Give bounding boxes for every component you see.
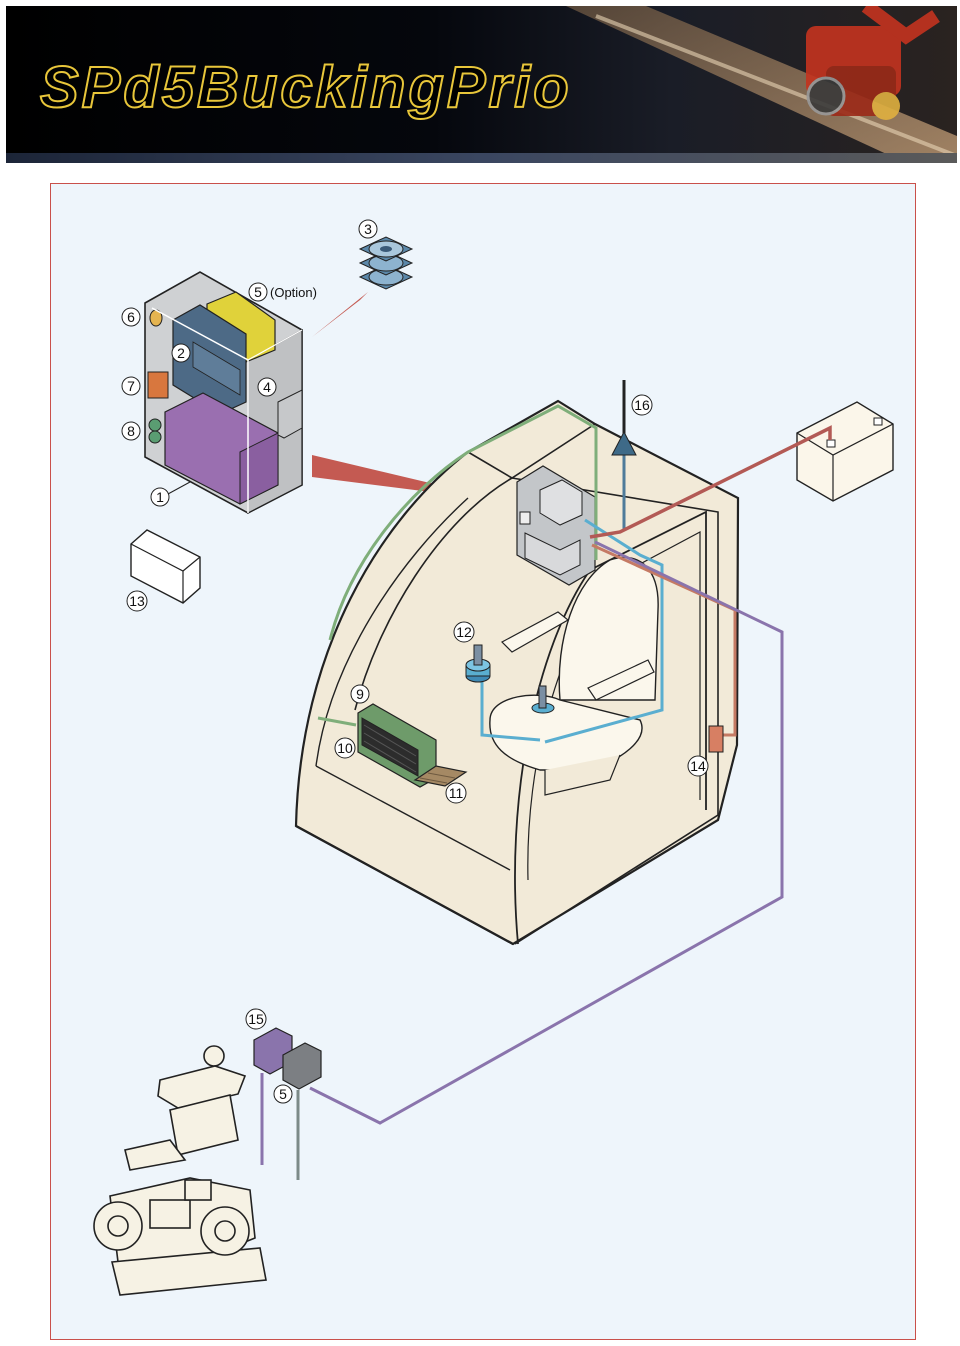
callout-10: 10 bbox=[334, 737, 356, 759]
svg-text:7: 7 bbox=[127, 378, 135, 394]
callout-8: 8 bbox=[121, 421, 141, 441]
callout-4: 4 bbox=[257, 377, 277, 397]
keyboard-icon bbox=[413, 765, 468, 787]
svg-text:6: 6 bbox=[127, 309, 135, 325]
svg-text:14: 14 bbox=[690, 758, 706, 774]
banner-strip bbox=[6, 153, 957, 163]
callout-11: 11 bbox=[445, 782, 467, 804]
harvester-head-photo-icon bbox=[566, 6, 957, 163]
svg-text:3: 3 bbox=[364, 221, 372, 237]
option-label: (Option) bbox=[270, 285, 317, 300]
callout-7: 7 bbox=[121, 376, 141, 396]
callout-13: 13 bbox=[126, 590, 148, 612]
svg-text:10: 10 bbox=[337, 740, 353, 756]
svg-text:16: 16 bbox=[634, 397, 650, 413]
svg-text:4: 4 bbox=[263, 379, 271, 395]
cab bbox=[294, 399, 740, 946]
callout-5-option: 5 (Option) bbox=[248, 282, 317, 302]
callout-1: 1 bbox=[150, 487, 170, 507]
svg-text:9: 9 bbox=[356, 686, 364, 702]
callout-6: 6 bbox=[121, 307, 141, 327]
seat-icon bbox=[489, 556, 659, 796]
cab-control-box bbox=[516, 465, 596, 586]
page-title: SPd5BuckingPrio bbox=[39, 54, 572, 121]
callout-15: 15 bbox=[245, 1008, 267, 1030]
harvester-modules bbox=[253, 1027, 322, 1180]
callout-2: 2 bbox=[171, 343, 191, 363]
joystick-icon bbox=[465, 644, 555, 714]
antenna-icon bbox=[611, 380, 637, 456]
connector-icon bbox=[708, 725, 724, 753]
svg-text:13: 13 bbox=[129, 593, 145, 609]
svg-text:5: 5 bbox=[279, 1086, 287, 1102]
callout-16: 16 bbox=[631, 394, 653, 416]
svg-text:15: 15 bbox=[248, 1011, 264, 1027]
callout-12: 12 bbox=[453, 621, 475, 643]
callout-14: 14 bbox=[687, 755, 709, 777]
svg-text:8: 8 bbox=[127, 423, 135, 439]
header-banner: SPd5BuckingPrio bbox=[6, 6, 957, 163]
svg-text:5: 5 bbox=[254, 284, 262, 300]
callout-5-machine: 5 bbox=[273, 1084, 293, 1104]
svg-text:1: 1 bbox=[156, 489, 164, 505]
callout-9: 9 bbox=[350, 684, 370, 704]
svg-text:2: 2 bbox=[177, 345, 185, 361]
battery-icon bbox=[796, 401, 894, 502]
relay-icon bbox=[147, 371, 169, 399]
svg-text:12: 12 bbox=[456, 624, 472, 640]
display-icon bbox=[357, 703, 437, 788]
control-box bbox=[144, 271, 303, 514]
forest-machine-icon bbox=[93, 1045, 267, 1296]
cd-disc-icon bbox=[358, 236, 414, 290]
accessory-box bbox=[130, 529, 201, 604]
svg-text:11: 11 bbox=[449, 785, 464, 801]
callout-3: 3 bbox=[358, 219, 378, 239]
